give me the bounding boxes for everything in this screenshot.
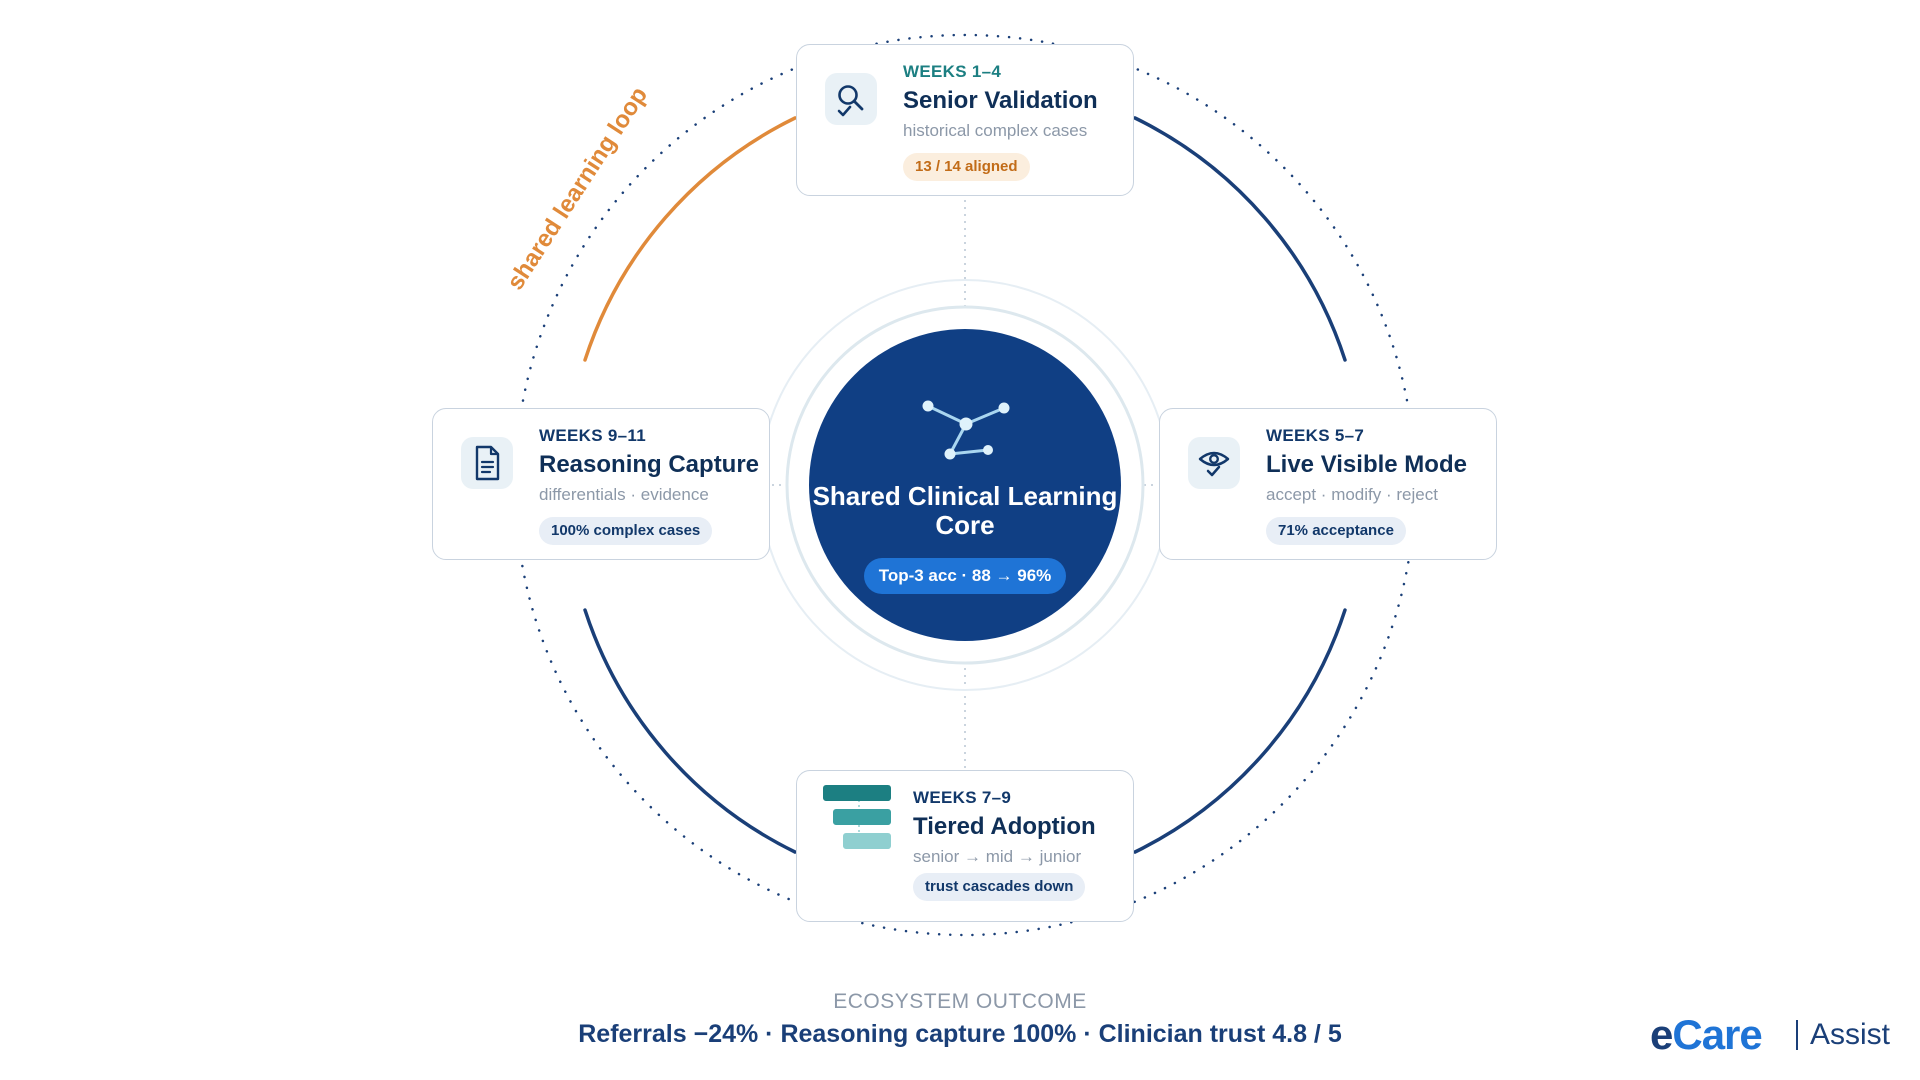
logo-divider [1796,1020,1798,1050]
card-badge: 13 / 14 aligned [903,153,1030,181]
card-weeks: WEEKS 1–4 [903,62,1002,81]
core-accuracy-badge: Top-3 acc · 88 → 96% [864,558,1066,594]
card-reasoning-capture[interactable]: WEEKS 9–11 Reasoning Capture differentia… [432,408,770,560]
card-subtitle: historical complex cases [903,121,1088,140]
logo-brand: eCare [1650,1010,1763,1060]
card-title: Senior Validation [903,87,1098,114]
arc-top-right [1133,116,1347,362]
network-icon [922,400,1010,460]
card-tiered-adoption[interactable]: WEEKS 7–9 Tiered Adoption senior → mid →… [796,770,1134,922]
outcome-value: Referrals −24% · Reasoning capture 100% … [578,1020,1342,1048]
card-weeks: WEEKS 9–11 [539,426,646,445]
card-title: Tiered Adoption [913,813,1096,840]
arc-top-left [583,116,797,362]
card-badge: trust cascades down [913,873,1086,901]
eye-check-icon [1188,437,1240,489]
card-badge: 100% complex cases [539,517,713,545]
document-icon [461,437,513,489]
card-live-visible-mode[interactable]: WEEKS 5–7 Live Visible Mode accept · mod… [1159,408,1497,560]
logo-product: Assist [1810,1018,1891,1051]
core-title: Shared Clinical Learning Core [812,481,1118,540]
search-check-icon [825,73,877,125]
logo-brand-rest: Care [1672,1011,1762,1058]
card-title: Reasoning Capture [539,451,760,478]
card-subtitle: differentials · evidence [539,485,709,504]
outcome-label: ECOSYSTEM OUTCOME [833,990,1087,1013]
card-senior-validation[interactable]: WEEKS 1–4 Senior Validation historical c… [796,44,1134,196]
card-weeks: WEEKS 5–7 [1266,426,1365,445]
card-badge: 71% acceptance [1266,517,1406,545]
card-subtitle: accept · modify · reject [1266,485,1438,504]
arc-bottom-left [583,608,797,854]
card-weeks: WEEKS 7–9 [913,788,1012,807]
arc-bottom-right [1133,608,1347,854]
ecare-logo: eCare Assist [1650,1010,1900,1060]
card-title: Live Visible Mode [1266,451,1467,478]
logo-brand-prefix: e [1650,1011,1673,1058]
card-subtitle: senior → mid → junior [913,847,1082,866]
tiers-icon [823,785,895,855]
